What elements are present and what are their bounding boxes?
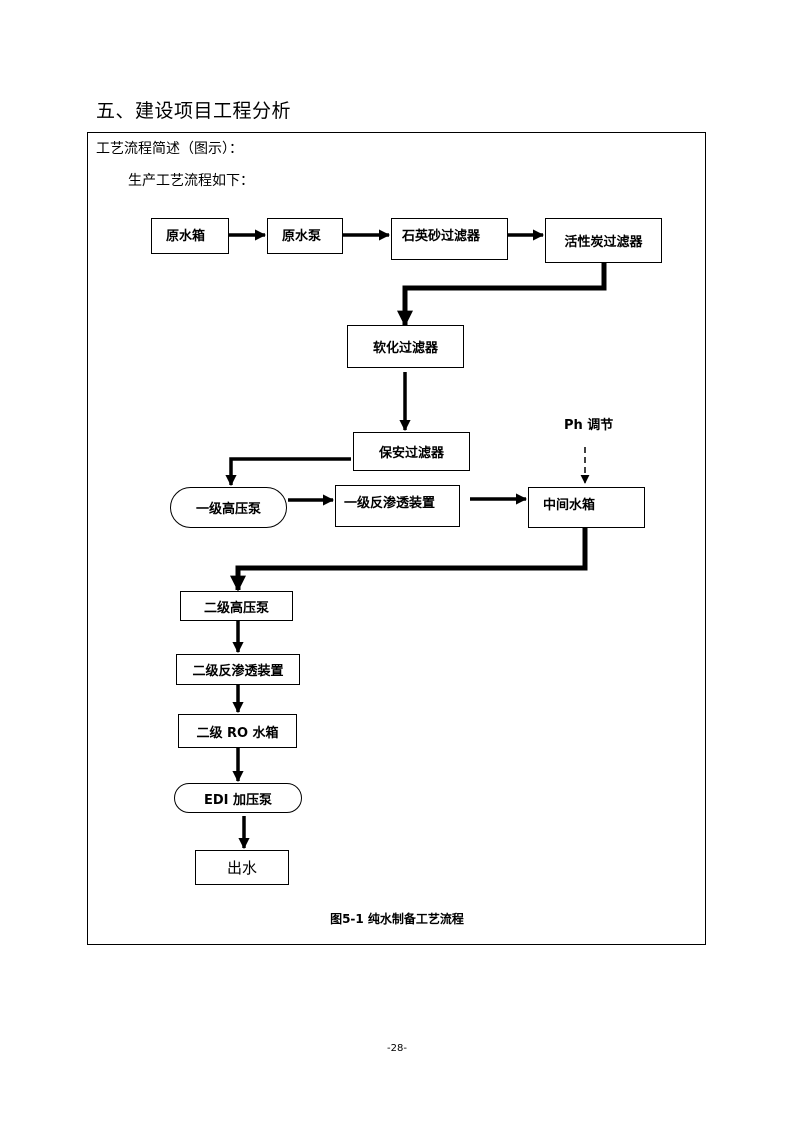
quartz-sand-filter-node: 石英砂过滤器 (391, 218, 508, 260)
content-frame (87, 132, 706, 945)
raw-water-pump-node: 原水泵 (267, 218, 343, 254)
primary-ro-unit-node: 一级反渗透装置 (335, 485, 460, 527)
intermediate-tank-node: 中间水箱 (528, 487, 645, 528)
edi-booster-pump-node: EDI 加压泵 (174, 783, 302, 813)
arrow-tank-to-secondary-pump (229, 528, 588, 592)
water-outlet-node: 出水 (195, 850, 289, 885)
softening-filter-node: 软化过滤器 (347, 325, 464, 368)
primary-high-pressure-pump-node: 一级高压泵 (170, 487, 287, 528)
security-filter-node: 保安过滤器 (353, 432, 470, 471)
section-heading: 五、建设项目工程分析 (96, 100, 292, 122)
figure-caption: 图5-1 纯水制备工艺流程 (330, 912, 464, 926)
process-intro-label: 工艺流程简述（图示）： (96, 141, 243, 157)
ph-adjust-label: Ph 调节 (564, 418, 614, 433)
page-number: -28- (387, 1043, 407, 1054)
secondary-high-pressure-pump-node: 二级高压泵 (180, 591, 293, 621)
process-flow-label: 生产工艺流程如下： (128, 173, 254, 189)
arrow-security-to-primary-pump (225, 457, 351, 487)
activated-carbon-filter-node: 活性炭过滤器 (545, 218, 662, 263)
arrow-carbon-to-softener (396, 256, 607, 327)
raw-water-tank-node: 原水箱 (151, 218, 229, 254)
secondary-ro-tank-node: 二级 RO 水箱 (178, 714, 297, 748)
secondary-ro-unit-node: 二级反渗透装置 (176, 654, 300, 685)
